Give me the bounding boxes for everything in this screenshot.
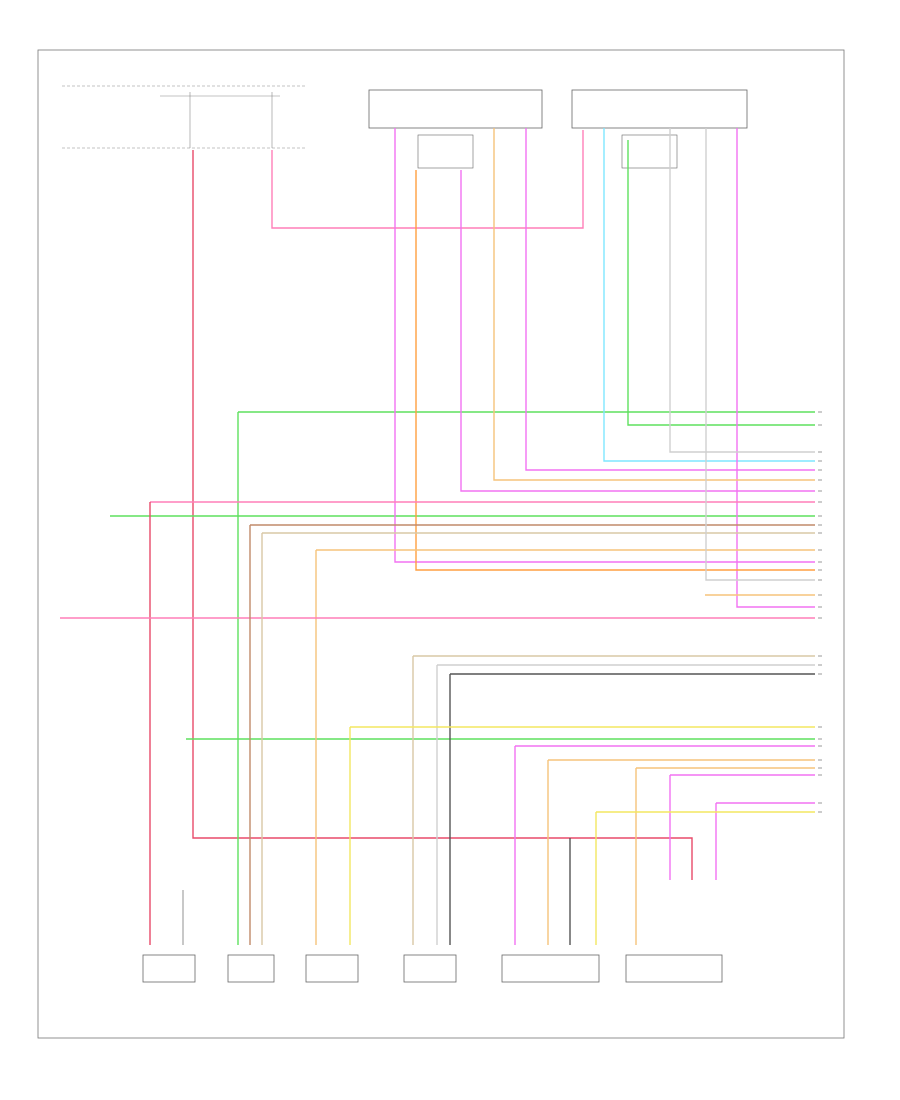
wire-pink-feed bbox=[271, 130, 584, 229]
wire-magenta-2 bbox=[460, 170, 815, 492]
wire-magenta-3 bbox=[394, 128, 815, 563]
wire-cyan bbox=[603, 128, 815, 462]
wire-orange-1 bbox=[415, 170, 815, 571]
wire-red-main bbox=[192, 150, 693, 880]
wire-magenta-4 bbox=[736, 128, 815, 608]
bottom-component-1 bbox=[142, 954, 196, 983]
fuse-block bbox=[62, 85, 305, 149]
wire-gray-1 bbox=[669, 128, 815, 453]
diagram-frame bbox=[37, 49, 845, 1039]
bottom-component-2 bbox=[227, 954, 275, 983]
wire-gray-2 bbox=[705, 128, 815, 581]
right-connector-marks bbox=[818, 411, 822, 813]
wire-peach-1 bbox=[493, 128, 815, 481]
wire-group bbox=[60, 128, 815, 945]
seat-module-left bbox=[368, 89, 543, 169]
wire-green-3 bbox=[627, 140, 815, 426]
bottom-component-3 bbox=[305, 954, 359, 983]
bottom-component-5 bbox=[501, 954, 600, 983]
wire-magenta-1 bbox=[525, 128, 815, 471]
bottom-components bbox=[142, 954, 723, 983]
bottom-component-4 bbox=[403, 954, 457, 983]
bottom-component-6 bbox=[625, 954, 723, 983]
seat-module-right bbox=[571, 89, 748, 169]
